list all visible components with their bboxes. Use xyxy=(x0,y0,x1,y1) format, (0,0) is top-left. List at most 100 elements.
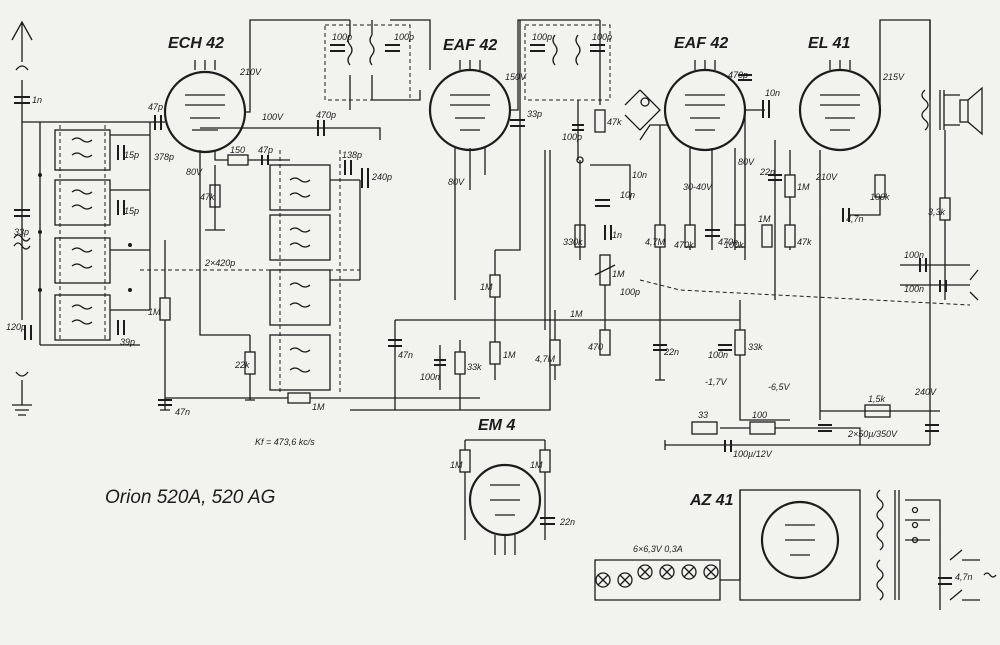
if1-coils xyxy=(347,34,375,66)
cap-22n-a xyxy=(653,344,667,351)
label-c-22n-a: 22n xyxy=(663,347,679,357)
res-100k-b xyxy=(874,174,886,198)
label-c-470n: 470n xyxy=(718,237,738,247)
label-r-15k: 1,5k xyxy=(868,394,886,404)
label-r-47m-b: 4,7M xyxy=(645,237,666,247)
label-c-138p: 138p xyxy=(342,150,362,160)
label-r-470: 470 xyxy=(588,342,603,352)
res-33 xyxy=(691,421,718,435)
cap-47p-b xyxy=(261,155,269,165)
if1-leads xyxy=(349,20,421,110)
agc-rc xyxy=(439,340,461,410)
cap-470n xyxy=(705,229,720,237)
mains-windings xyxy=(905,499,941,610)
cap-33p-b xyxy=(510,119,525,127)
cap-138p xyxy=(344,160,352,175)
label-v-240: 240V xyxy=(914,387,937,397)
ground-symbol xyxy=(12,371,32,416)
oscillator-coil-bank xyxy=(269,150,361,395)
em4-electrodes xyxy=(490,484,520,516)
label-c-10n-a: 10n xyxy=(632,170,647,180)
label-c-100n-c: 100n xyxy=(904,284,924,294)
label-r-1m-c: 1M xyxy=(570,309,583,319)
eaf42-af-electrodes xyxy=(685,60,725,131)
cap-10n-b xyxy=(595,199,610,207)
eaf42-if-cathode xyxy=(454,148,486,300)
if-transformer-1 xyxy=(324,24,411,101)
el41-network xyxy=(774,140,881,420)
af-feedback xyxy=(739,300,790,421)
label-r-100k-b: 100k xyxy=(870,192,890,202)
cap-100u xyxy=(724,440,732,452)
az41-electrodes xyxy=(785,524,815,556)
cap-47n-d xyxy=(938,577,952,585)
label-r-150: 150 xyxy=(230,145,245,155)
label-c-100p-c: 100p xyxy=(532,32,552,42)
label-tube-eaf42-af: EAF 42 xyxy=(674,35,728,52)
label-v-100: 100V xyxy=(262,112,284,122)
cap-470p-b xyxy=(738,74,752,81)
cap-47n-left xyxy=(158,399,172,406)
cap-47n-b xyxy=(388,339,402,347)
label-v-80-b: 80V xyxy=(448,177,465,187)
label-c-100p-e: 100p xyxy=(562,132,582,142)
antenna-symbol xyxy=(11,20,33,71)
label-c-15p-b: 15p xyxy=(124,206,139,216)
label-v-neg17: -1,7V xyxy=(705,377,728,387)
cap-240p xyxy=(361,168,369,188)
mains-switch xyxy=(949,549,980,601)
speaker-leads xyxy=(944,94,960,126)
schematic-title: Orion 520A, 520 AG xyxy=(105,487,275,508)
cap-1n-b xyxy=(604,225,612,240)
label-c-100n-b: 100n xyxy=(904,250,924,260)
tap-3 xyxy=(911,536,919,544)
input-coil-bank xyxy=(22,121,151,346)
label-r-33k-c: 33k xyxy=(748,342,763,352)
cap-100p-c xyxy=(572,124,584,131)
label-tube-eaf42-if: EAF 42 xyxy=(443,37,497,54)
ech42-cathode-line xyxy=(199,150,250,336)
if2-coils xyxy=(552,34,581,66)
res-33k-c xyxy=(734,329,746,356)
power-transformer xyxy=(876,489,900,601)
label-r-100: 100 xyxy=(752,410,767,420)
res-1m-d xyxy=(784,174,796,198)
label-r-1m-a: 1M xyxy=(480,282,493,292)
label-c-47n-left: 47n xyxy=(175,407,190,417)
tube-ech42 xyxy=(163,70,247,154)
res-33k-b xyxy=(939,197,951,221)
label-r-1m-left: 1M xyxy=(148,307,161,317)
if2-caps xyxy=(530,44,605,52)
label-tube-az41: AZ 41 xyxy=(689,492,734,509)
label-v-210-b: 210V xyxy=(815,172,838,182)
label-v-80-c: 80V xyxy=(738,157,755,167)
label-c-47n-c: 4,7n xyxy=(846,214,864,224)
label-r-1m-em2: 1M xyxy=(530,460,543,470)
label-v-80-a: 80V xyxy=(186,167,203,177)
anode-bus-150 xyxy=(495,20,521,251)
screen-100v-line xyxy=(200,127,381,140)
eaf42-af-cathode xyxy=(659,125,736,330)
cap-47n-c xyxy=(842,208,850,222)
res-22k xyxy=(244,351,256,375)
label-c-10n-c: 10n xyxy=(765,88,780,98)
filter-chain xyxy=(720,427,861,445)
label-c-240p: 240p xyxy=(371,172,392,182)
cap-39p xyxy=(117,320,125,335)
cap-22n-em xyxy=(540,517,555,525)
label-if-frequency: Kf = 473,6 kc/s xyxy=(255,437,315,447)
lamp-feed xyxy=(720,490,741,581)
res-1m-em2 xyxy=(539,449,551,473)
osc-feed xyxy=(214,150,290,161)
res-47k-c xyxy=(784,224,796,248)
res-150 xyxy=(227,154,249,166)
cap-1n-ant xyxy=(14,96,30,104)
tube-eaf42-if xyxy=(428,68,512,152)
label-pilot-lamps: 6×6,3V 0,3A xyxy=(633,544,683,554)
ac-symbol xyxy=(983,572,997,578)
tone-switch xyxy=(969,269,979,301)
label-tube-el41: EL 41 xyxy=(808,35,851,52)
output-transformer xyxy=(921,89,945,131)
switch-contact xyxy=(576,156,584,164)
